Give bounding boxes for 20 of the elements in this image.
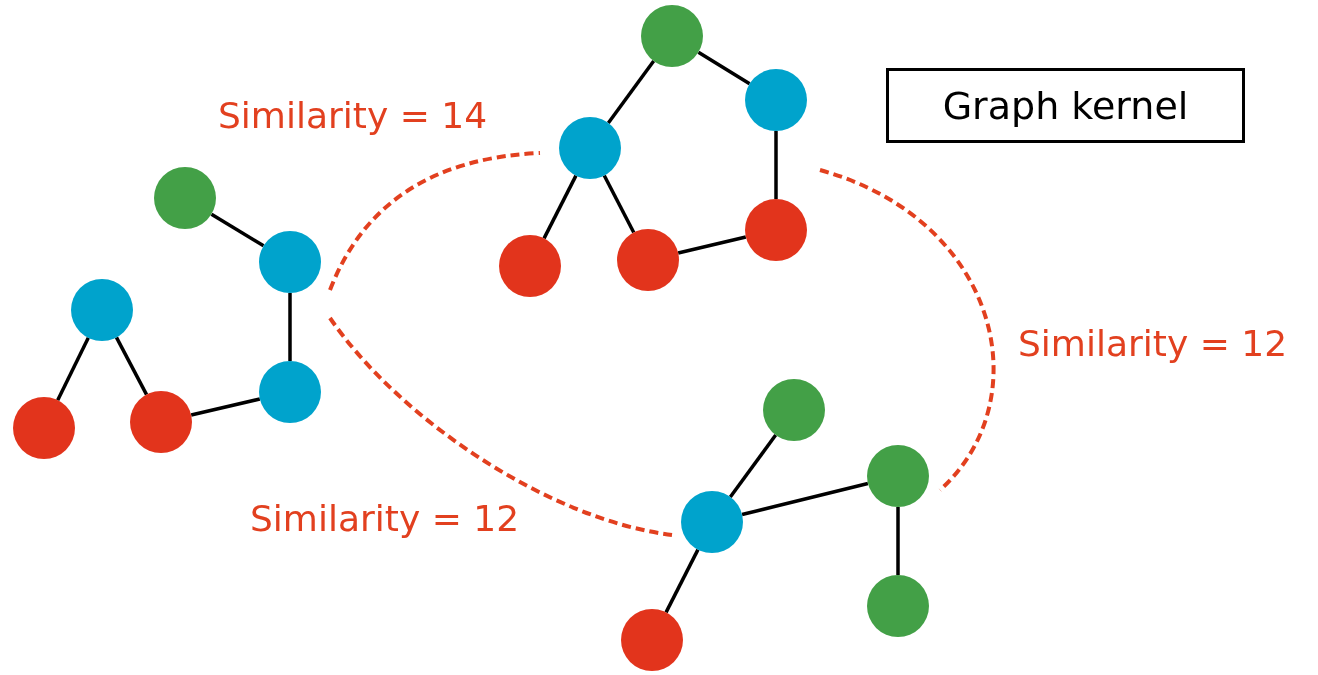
- graph-edge: [606, 59, 656, 125]
- graph-edge: [602, 174, 636, 234]
- graph-edge: [114, 336, 149, 396]
- graph-edge: [697, 50, 751, 86]
- box-title: Graph kernel: [942, 83, 1189, 128]
- graph-edge: [190, 397, 261, 417]
- graph-edge: [664, 548, 700, 614]
- graph-edge: [774, 131, 778, 199]
- graph-edge: [741, 481, 869, 517]
- graph-edge: [728, 433, 778, 499]
- graph-edge: [896, 507, 900, 575]
- similarity-label: Similarity = 12: [250, 498, 520, 539]
- graph-edge: [288, 293, 292, 361]
- title-box: [886, 68, 1245, 143]
- similarity-label: Similarity = 14: [218, 95, 488, 136]
- graph-edge: [210, 212, 265, 248]
- graph-edge: [56, 337, 90, 401]
- graph-edge: [542, 174, 578, 240]
- graph-edge: [677, 235, 747, 255]
- similarity-label: Similarity = 12: [1018, 323, 1288, 364]
